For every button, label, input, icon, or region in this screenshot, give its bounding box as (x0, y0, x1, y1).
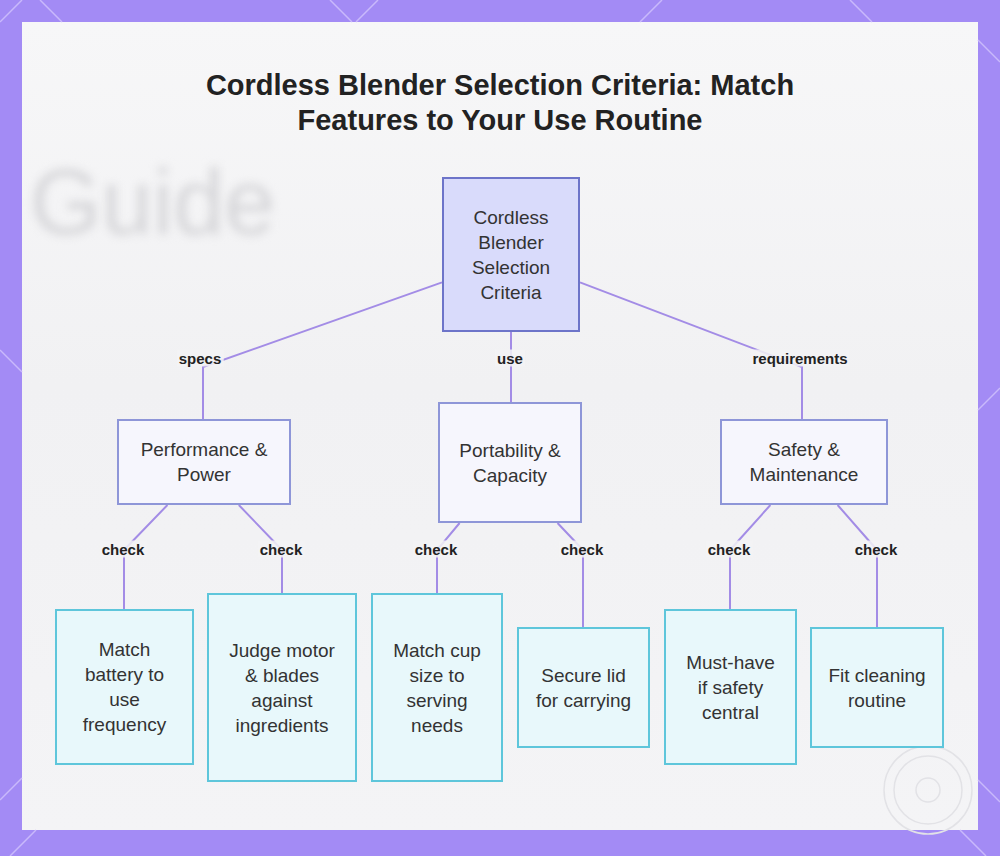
node-text-group: Judge motor & blades against ingredients (223, 638, 341, 738)
category-box: Performance & Power (117, 419, 291, 505)
edge-label: check (100, 541, 147, 558)
edge-label: specs (177, 350, 224, 367)
node-text: Fit cleaning routine (826, 663, 928, 713)
node-text-group: Must-have if safety central (680, 650, 781, 725)
edge-label: check (853, 541, 900, 558)
watermark-text: Guide (30, 150, 276, 255)
category-box: Portability & Capacity (438, 402, 582, 523)
node-text-group: Cordless Blender Selection Criteria (458, 205, 564, 305)
node-text: Match battery to use frequency (71, 637, 178, 737)
edge-label: use (495, 350, 525, 367)
node-text-group: Performance & Power (133, 437, 275, 487)
criterion-box: Fit cleaning routine (810, 627, 944, 748)
diagram-title: Cordless Blender Selection Criteria: Mat… (200, 68, 800, 138)
criterion-box: Match cup size to serving needs (371, 593, 503, 782)
category-box: Safety & Maintenance (720, 419, 888, 505)
edge-label: requirements (750, 350, 849, 367)
node-text-group: Match battery to use frequency (71, 637, 178, 737)
node-text: Portability & Capacity (454, 438, 566, 488)
root-box: Cordless Blender Selection Criteria (442, 177, 580, 332)
connector-line (510, 332, 512, 402)
criterion-box: Secure lid for carrying (517, 627, 650, 748)
edge-label: check (706, 541, 753, 558)
connector-line (558, 523, 583, 627)
criterion-box: Match battery to use frequency (55, 609, 194, 765)
connector-line (437, 523, 460, 593)
node-text: Match cup size to serving needs (387, 638, 487, 738)
criterion-box: Judge motor & blades against ingredients (207, 593, 357, 782)
node-text: Judge motor & blades against ingredients (223, 638, 341, 738)
node-text: Performance & Power (133, 437, 275, 487)
node-text-group: Fit cleaning routine (826, 663, 928, 713)
node-text-group: Match cup size to serving needs (387, 638, 487, 738)
edge-label: check (258, 541, 305, 558)
node-text-group: Portability & Capacity (454, 438, 566, 488)
node-text: Cordless Blender Selection Criteria (458, 205, 564, 305)
node-text-group: Safety & Maintenance (736, 437, 872, 487)
node-text: Secure lid for carrying (533, 663, 634, 713)
node-text-group: Secure lid for carrying (533, 663, 634, 713)
criterion-box: Must-have if safety central (664, 609, 797, 765)
edge-label: check (413, 541, 460, 558)
node-text: Must-have if safety central (680, 650, 781, 725)
connector-line (838, 505, 877, 627)
node-text: Safety & Maintenance (736, 437, 872, 487)
edge-label: check (559, 541, 606, 558)
connector-line (203, 282, 442, 419)
